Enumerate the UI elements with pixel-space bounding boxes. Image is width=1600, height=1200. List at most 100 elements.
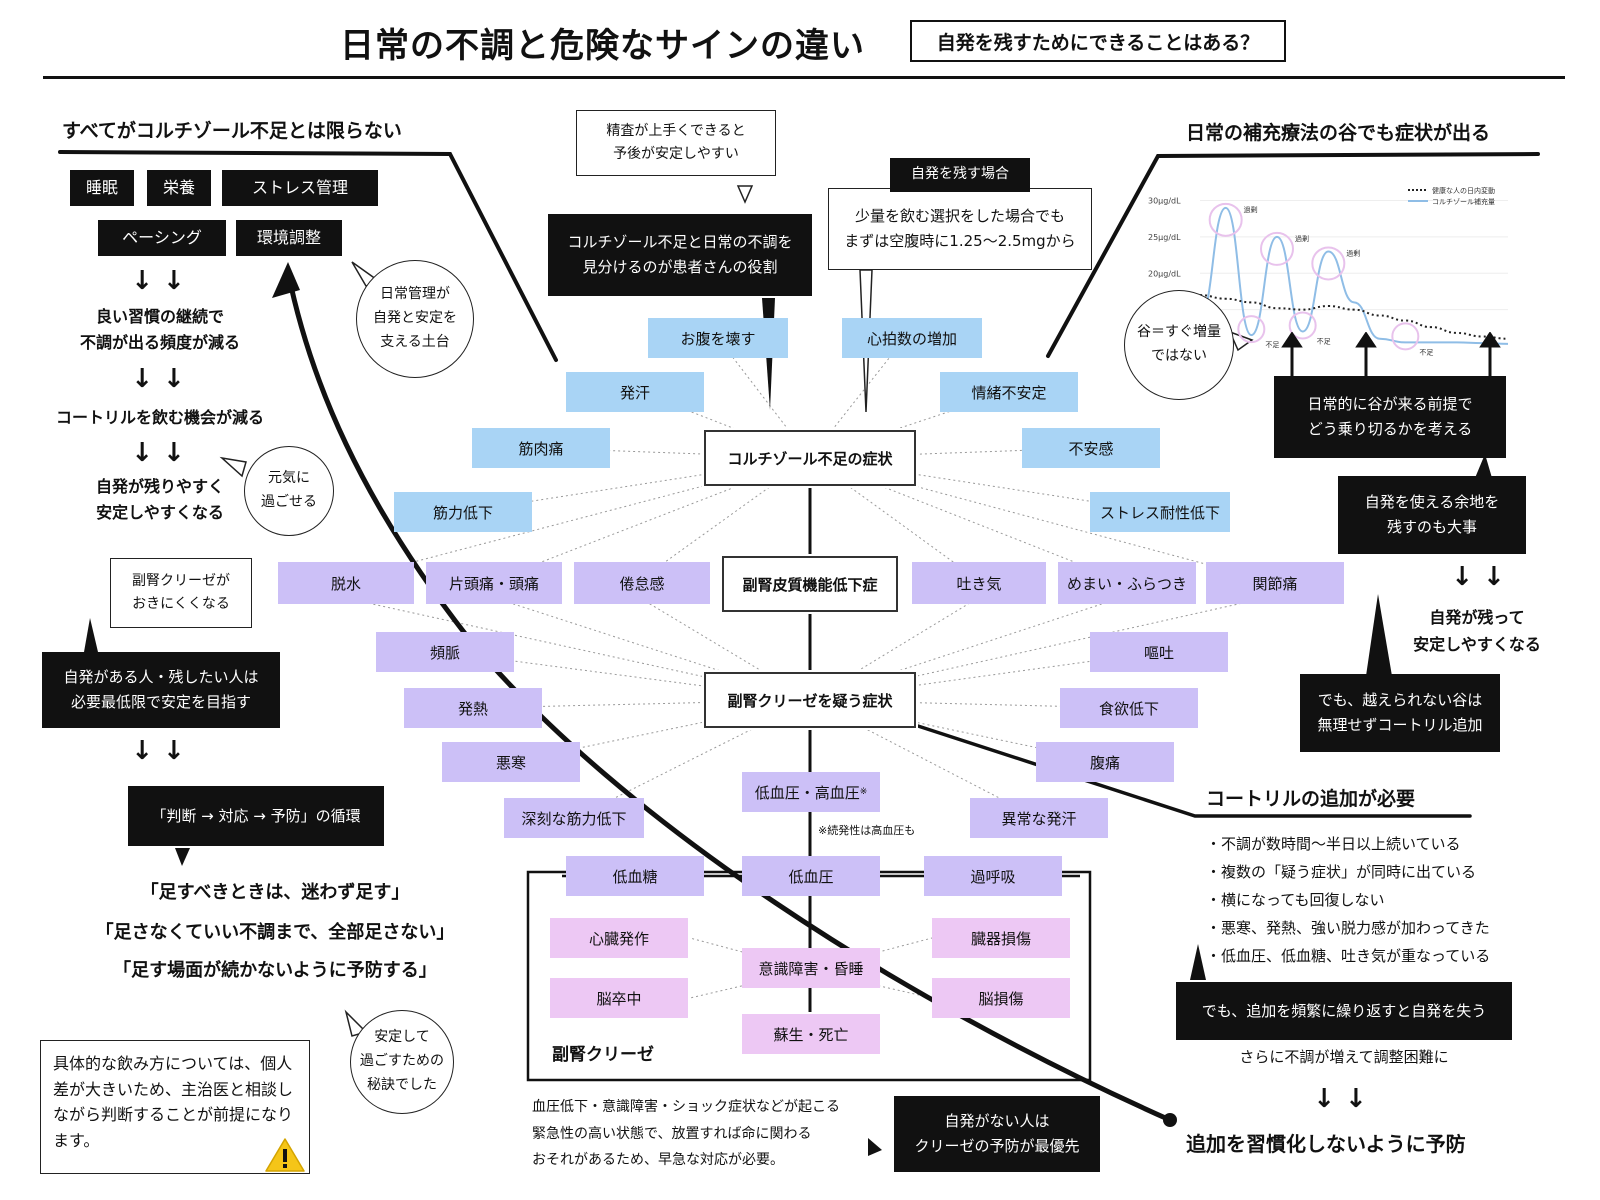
- symptom-dizziness: めまい・ふらつき: [1058, 562, 1196, 604]
- black-add-valley: でも、越えられない谷は 無理せずコートリル追加: [1300, 674, 1500, 752]
- box-crisis-less: 副腎クリーゼが おきにくくなる: [110, 558, 252, 628]
- symptom-emotional: 情緒不安定: [940, 372, 1078, 412]
- dot-link: [809, 457, 1266, 581]
- bubble-valley: 谷＝すぐ増量 ではない: [1124, 290, 1234, 400]
- series-healthy-line: [1199, 294, 1509, 340]
- warning-icon: [265, 1138, 305, 1172]
- quote-add: 「足すべきときは、迷わず足す」: [140, 882, 410, 903]
- symptom-muscle-pain: 筋肉痛: [472, 428, 610, 468]
- note-box: 具体的な飲み方については、個人差が大きいため、主治医と相談しながら判断することが…: [40, 1040, 310, 1174]
- down-arrows: ↓↓: [1451, 562, 1515, 592]
- black-margin: 自発を使える余地を 残すのも大事: [1338, 476, 1526, 554]
- box-keep: 少量を飲む選択をした場合でも まずは空腹時に1.25〜2.5mgから: [828, 188, 1092, 270]
- heading-add-needed: コートリルの追加が必要: [1206, 788, 1416, 810]
- subtitle-box: 自発を残すためにできることはある？: [910, 20, 1286, 62]
- symptom-blood-pressure: 低血圧・高血圧※: [742, 772, 880, 812]
- symptom-blood-pressure-label: 低血圧・高血圧: [754, 783, 860, 802]
- crisis-death: 蘇生・死亡: [742, 1014, 880, 1054]
- black-role: コルチゾール不足と日常の不調を 見分けるのが患者さんの役割: [548, 214, 812, 296]
- legend-healthy-label: 健康な人の日内変動: [1432, 186, 1495, 195]
- chart-pointers: [1281, 332, 1501, 382]
- more-issues: さらに不調が増えて調整困難に: [1239, 1048, 1449, 1066]
- symptom-fatigue: 倦怠感: [574, 562, 710, 604]
- add-checklist: ・不調が数時間〜半日以上続いている ・複数の「疑う症状」が同時に出ている ・横に…: [1206, 830, 1490, 970]
- callout-exam: 精査が上手くできると 予後が安定しやすい: [576, 110, 776, 176]
- cycle-arrow-start: [1163, 1113, 1177, 1127]
- symptom-nausea: 吐き気: [912, 562, 1046, 604]
- excess-label: 過剰: [1295, 234, 1309, 243]
- black-minimum: 自発がある人・残したい人は 必要最低限で安定を目指す: [42, 652, 280, 728]
- callout-tail: [84, 618, 98, 652]
- symptom-severe-weakness: 深刻な筋力低下: [504, 798, 644, 838]
- symptom-headache: 片頭痛・頭痛: [426, 562, 562, 604]
- tag-pacing: ペーシング: [98, 220, 226, 256]
- down-arrows: ↓↓: [131, 736, 195, 766]
- deficit-label: 不足: [1419, 348, 1433, 356]
- down-arrows: ↓↓: [131, 438, 195, 468]
- dot-link: [574, 699, 811, 819]
- tag-stress: ストレス管理: [222, 170, 378, 206]
- label-keep: 自発を残す場合: [890, 158, 1030, 192]
- excess-label: 過剰: [1346, 248, 1360, 257]
- deficit-label: 不足: [1317, 337, 1331, 345]
- dot-link: [639, 597, 811, 701]
- crisis-hypoglycemia: 低血糖: [566, 856, 704, 896]
- checklist-item: ・不調が数時間〜半日以上続いている: [1206, 835, 1461, 853]
- left-heading: すべてがコルチゾール不足とは限らない: [62, 120, 402, 142]
- quote-not-add: 「足さなくていい不調まで、全部足さない」: [95, 922, 455, 943]
- dot-link: [809, 597, 1121, 701]
- excess-marker: [1311, 246, 1346, 281]
- left-heading-swoosh: [58, 150, 558, 362]
- symptom-chills: 悪寒: [442, 742, 580, 782]
- down-arrows: ↓↓: [1313, 1084, 1377, 1114]
- callout-tail: [1475, 454, 1492, 478]
- bubble-tail: [219, 456, 247, 478]
- dot-link: [809, 651, 1159, 701]
- crisis-brain-damage: 脳損傷: [932, 978, 1070, 1018]
- symptom-stress-tolerance: ストレス耐性低下: [1090, 492, 1230, 532]
- right-heading: 日常の補充療法の谷でも症状が出る: [1186, 122, 1491, 144]
- tag-sleep: 睡眠: [70, 170, 134, 206]
- dot-link: [344, 597, 811, 701]
- step-habits: 良い習慣の継続で 不調が出る頻度が減る: [79, 307, 240, 352]
- checklist-item: ・低血圧、低血糖、吐き気が重なっている: [1206, 947, 1491, 965]
- checklist-item: ・横になっても回復しない: [1206, 891, 1385, 909]
- crisis-heart-attack: 心臓発作: [550, 918, 688, 958]
- crisis-description: 血圧低下・意識障害・ショック症状などが起こる 緊急性の高い状態で、放置すれば命に…: [532, 1099, 840, 1169]
- hub-cortisol: コルチゾール不足の症状: [704, 430, 916, 486]
- footnote-mark: ※: [859, 787, 868, 797]
- excess-marker: [1208, 202, 1243, 237]
- crisis-hyperventilation: 過呼吸: [924, 856, 1062, 896]
- callout-tail: [1366, 594, 1392, 676]
- deficit-marker: [1391, 322, 1420, 351]
- deficit-marker: [1288, 311, 1317, 340]
- quote-prevent: 「足す場面が続かないように予防する」: [113, 960, 437, 981]
- right-heading-swoosh: [1046, 152, 1540, 358]
- series-supplement-line: [1199, 206, 1509, 345]
- step-stable-right: 自発が残って 安定しやすくなる: [1413, 608, 1541, 655]
- prevent-habit: 追加を習慣化しないように予防: [1186, 1132, 1466, 1156]
- symptom-appetite: 食欲低下: [1060, 688, 1198, 728]
- note-text: 具体的な飲み方については、個人差が大きいため、主治医と相談しながら判断することが…: [53, 1054, 294, 1150]
- symptom-fever: 発熱: [404, 688, 542, 728]
- symptom-heart-rate: 心拍数の増加: [842, 318, 982, 358]
- symptom-dehydration: 脱水: [278, 562, 414, 604]
- symptom-sweat: 発汗: [566, 372, 704, 412]
- callout-tail: [175, 848, 190, 866]
- tag-environment: 環境調整: [236, 220, 342, 256]
- checklist-item: ・悪寒、発熱、強い脱力感が加わってきた: [1206, 919, 1490, 937]
- crisis-unconscious: 意識障害・昏睡: [742, 948, 880, 988]
- black-no-ability: 自発がない人は クリーゼの予防が最優先: [894, 1096, 1100, 1172]
- chart-tick-label: 25μg/dL: [1148, 233, 1181, 242]
- hub-adrenal: 副腎皮質機能低下症: [722, 556, 898, 612]
- down-arrows: ↓↓: [131, 266, 195, 296]
- black-lose: でも、追加を頻繁に繰り返すと自発を失う: [1176, 982, 1512, 1040]
- symptom-abnormal-sweat: 異常な発汗: [970, 798, 1108, 838]
- tag-nutrition: 栄養: [147, 170, 211, 206]
- deficit-marker: [1237, 315, 1266, 344]
- chart-tick-label: 20μg/dL: [1148, 269, 1181, 278]
- symptom-tachycardia: 頻脈: [376, 632, 514, 672]
- checklist-item: ・複数の「疑う症状」が同時に出ている: [1206, 863, 1477, 881]
- symptom-joint-pain: 関節痛: [1206, 562, 1344, 604]
- symptom-vomiting: 嘔吐: [1090, 632, 1228, 672]
